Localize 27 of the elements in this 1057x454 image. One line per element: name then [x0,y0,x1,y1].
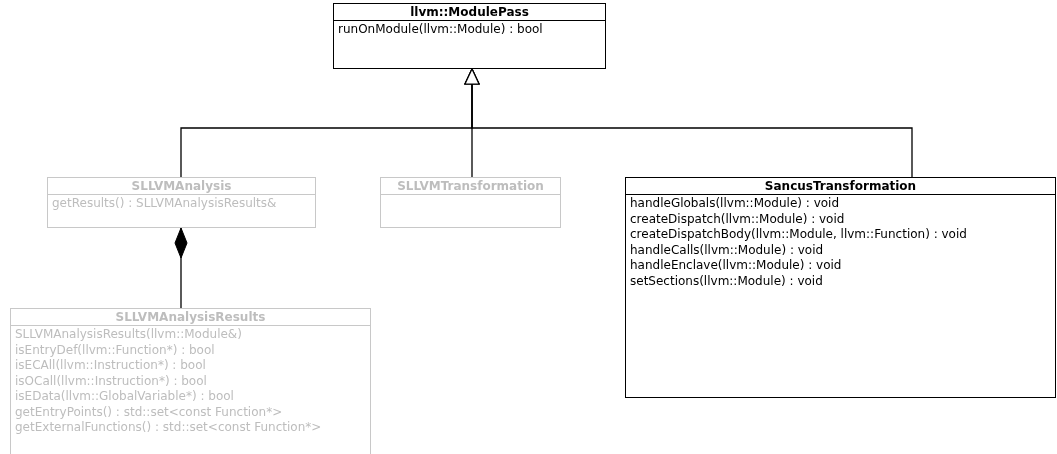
method-signature: handleEnclave(llvm::Module) : void [630,258,842,274]
class-name: SLLVMAnalysisResults [115,310,266,324]
class-name: SancusTransformation [764,179,917,193]
method-signature: handleCalls(llvm::Module) : void [630,242,824,258]
method-signature: isEData(llvm::GlobalVariable*) : bool [15,389,234,405]
method-signature: isECAll(llvm::Instruction*) : bool [15,358,206,374]
method-signature: getResults() : SLLVMAnalysisResults& [52,196,277,212]
method-signature: handleGlobals(llvm::Module) : void [630,196,840,212]
class-box [625,177,1056,398]
method-signature: createDispatchBody(llvm::Module, llvm::Function) : void [630,227,967,243]
method-signature: isEntryDef(llvm::Function*) : bool [15,342,215,358]
class-box [333,3,606,69]
generalization-arrow [464,68,913,178]
class-box [380,177,561,228]
method-signature: SLLVMAnalysisResults(llvm::Module&) [15,327,242,343]
class-box [10,308,371,454]
class-box [47,177,316,228]
class-name: SLLVMAnalysis [131,179,232,193]
method-signature: getEntryPoints() : std::set<const Function*> [15,404,283,420]
class-name: SLLVMTransformation [397,179,544,193]
method-signature: isOCall(llvm::Instruction*) : bool [15,373,207,389]
method-signature: setSections(llvm::Module) : void [630,273,823,289]
method-signature: createDispatch(llvm::Module) : void [630,211,845,227]
method-signature: runOnModule(llvm::Module) : bool [338,22,543,38]
method-signature: getExternalFunctions() : std::set<const Function*> [15,420,322,436]
class-name: llvm::ModulePass [410,5,529,19]
composition-connector [174,227,188,309]
